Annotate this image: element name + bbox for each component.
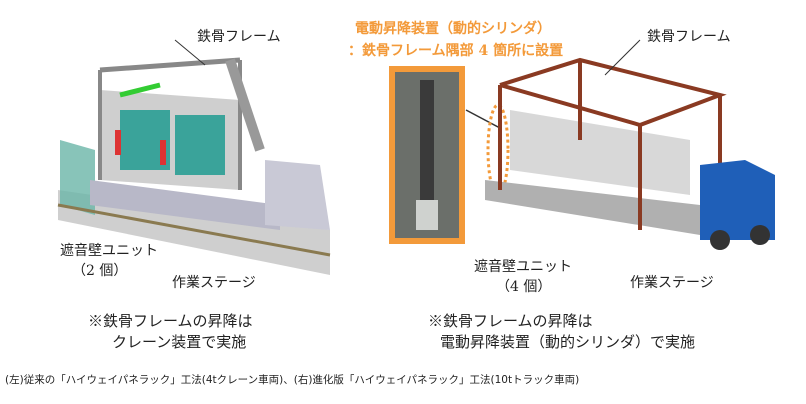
- right-note-line1: ※鉄骨フレームの昇降は: [428, 312, 593, 330]
- device-label-line1: 電動昇降装置（動的シリンダ）: [355, 21, 551, 37]
- left-unit-label: 遮音壁ユニット: [60, 243, 158, 259]
- left-stage-label: 作業ステージ: [172, 275, 256, 291]
- figure-caption: (左)従来の「ハイウェイパネラック」工法(4tクレーン車両)、(右)進化版「ハイ…: [5, 374, 580, 386]
- right-note-line2: 電動昇降装置（動的シリンダ）で実施: [440, 333, 696, 351]
- left-note-line1: ※鉄骨フレームの昇降は: [88, 312, 253, 330]
- left-unit-count: （2 個）: [72, 263, 128, 279]
- left-frame-label: 鉄骨フレーム: [197, 29, 281, 45]
- right-frame-label: 鉄骨フレーム: [647, 29, 731, 45]
- right-unit-label: 遮音壁ユニット: [474, 259, 572, 275]
- right-stage-label: 作業ステージ: [630, 275, 714, 291]
- device-label-line2: ：鉄骨フレーム隅部 4 箇所に設置: [348, 43, 564, 59]
- left-note-line2: クレーン装置で実施: [112, 333, 247, 351]
- right-unit-count: （4 個）: [496, 279, 552, 295]
- right-truck-illustration: [485, 39, 775, 250]
- left-crane-vehicle-illustration: [57, 39, 331, 275]
- cylinder-photo: [389, 66, 465, 244]
